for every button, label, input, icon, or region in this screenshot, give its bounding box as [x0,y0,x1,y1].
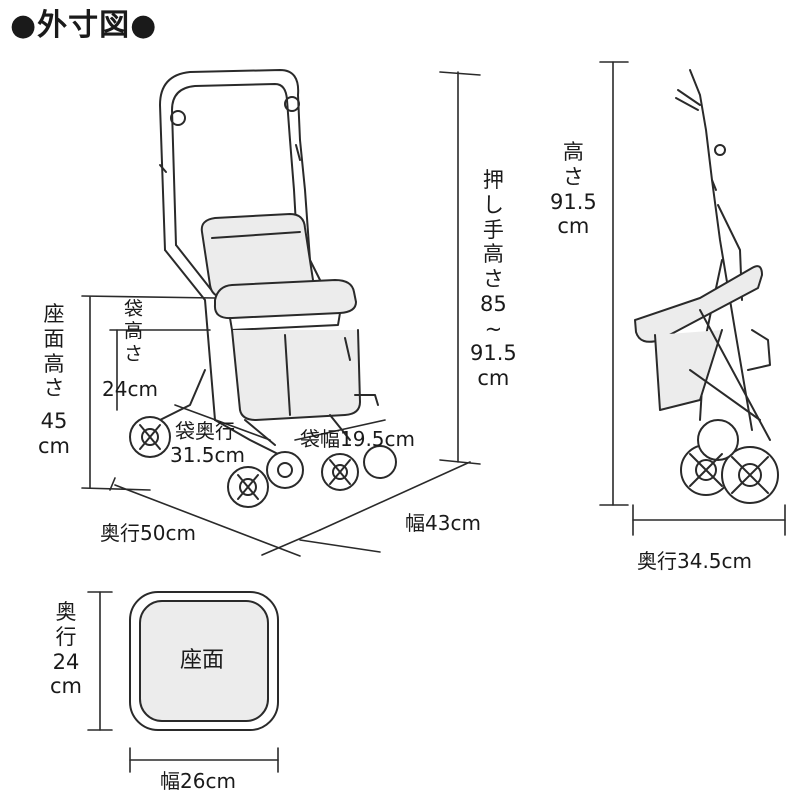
bag-width-label: 袋幅19.5cm [300,427,416,451]
seat-height-char: 座 [43,302,65,326]
seat-height-value: 45 [40,409,68,434]
walker-front-illustration [129,69,397,508]
seat-depth-label: 奥 行 24 cm [50,600,82,699]
handle-height-tilde: ~ [484,316,503,341]
handle-height-char: 押 [482,168,504,192]
depth-front-label: 奥行50cm [100,521,196,545]
handle-height-unit: cm [477,366,510,391]
seat-height-char: さ [43,376,65,401]
seat-height-char: 面 [43,326,65,351]
handle-height-char: 手 [482,217,504,242]
seat-width-label: 幅26cm [160,769,236,793]
seat-depth-value: 24 [52,649,80,674]
bag-height-char: 袋 [124,298,144,320]
seat-height-label: 座 面 高 さ 45 cm [38,302,70,459]
seat-top-illustration [129,591,279,731]
depth-side-label: 奥行34.5cm [637,549,753,573]
handle-height-max: 91.5 [470,341,517,366]
seat-face-label: 座面 [180,648,225,673]
seat-dimension-lines [87,591,279,773]
handle-height-char: さ [482,267,504,292]
handle-height-char: 高 [482,242,504,267]
bag-height-char: 高 [124,320,144,343]
seat-depth-char: 奥 [55,600,77,624]
side-height-value: 91.5 [550,189,597,214]
seat-depth-unit: cm [50,674,83,699]
page-title: ●外寸図● [10,8,158,43]
bag-height-value: 24cm [102,377,158,401]
walker-side-illustration [634,69,779,504]
handle-height-min: 85 [480,291,507,316]
side-dimension-lines [599,61,786,536]
side-height-char: さ [562,164,584,189]
bag-height-label: 袋 高 さ [124,298,143,365]
bag-depth-label: 袋奥行 [175,419,235,443]
side-height-char: 高 [562,140,584,164]
handle-height-label: 押 し 手 高 さ 85 ~ 91.5 cm [470,168,517,391]
handle-height-char: し [482,192,504,217]
front-dimension-lines [81,71,481,557]
seat-height-unit: cm [38,433,71,458]
seat-depth-char: 行 [55,624,77,649]
bag-depth-value: 31.5cm [170,443,246,467]
side-height-label: 高 さ 91.5 cm [550,140,597,239]
bag-height-char: さ [124,342,144,365]
width-front-label: 幅43cm [405,511,481,535]
side-height-unit: cm [557,214,590,239]
seat-height-char: 高 [43,351,65,376]
